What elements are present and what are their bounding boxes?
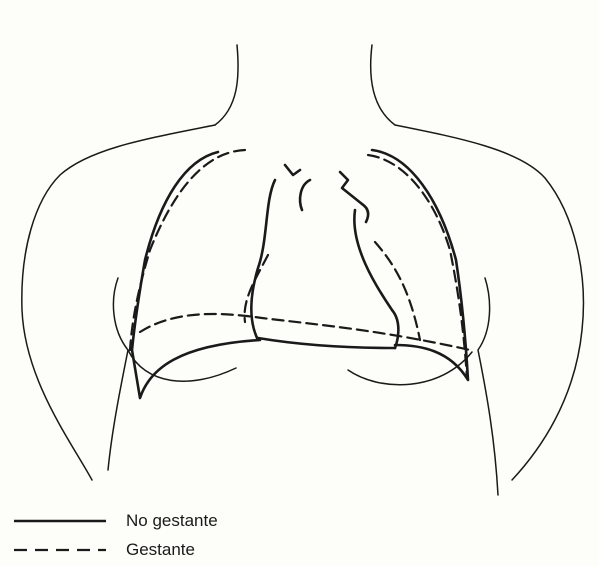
aorta-arch	[300, 180, 310, 210]
armpit-left	[108, 278, 128, 470]
legend-item-gestante: Gestante	[14, 538, 195, 562]
neck-right	[371, 45, 395, 125]
diaphragm-solid	[258, 338, 395, 348]
legend-label-no-gestante: No gestante	[126, 511, 218, 531]
legend-label-gestante: Gestante	[126, 540, 195, 560]
dashed-line-swatch	[14, 545, 106, 555]
left-lung-solid	[132, 152, 260, 398]
heart-left-border	[251, 180, 275, 340]
right-lung-dashed	[368, 155, 467, 378]
breast-right	[348, 352, 472, 385]
thorax-diagram	[0, 0, 599, 510]
heart-right-border	[354, 210, 398, 348]
shoulder-left	[22, 125, 215, 480]
legend-item-no-gestante: No gestante	[14, 509, 218, 533]
aorta-top	[285, 165, 300, 175]
solid-line-swatch	[14, 516, 106, 526]
heart-left-dashed	[245, 255, 268, 322]
body-outline	[22, 45, 584, 495]
neck-left	[215, 45, 238, 125]
armpit-right	[478, 278, 498, 495]
